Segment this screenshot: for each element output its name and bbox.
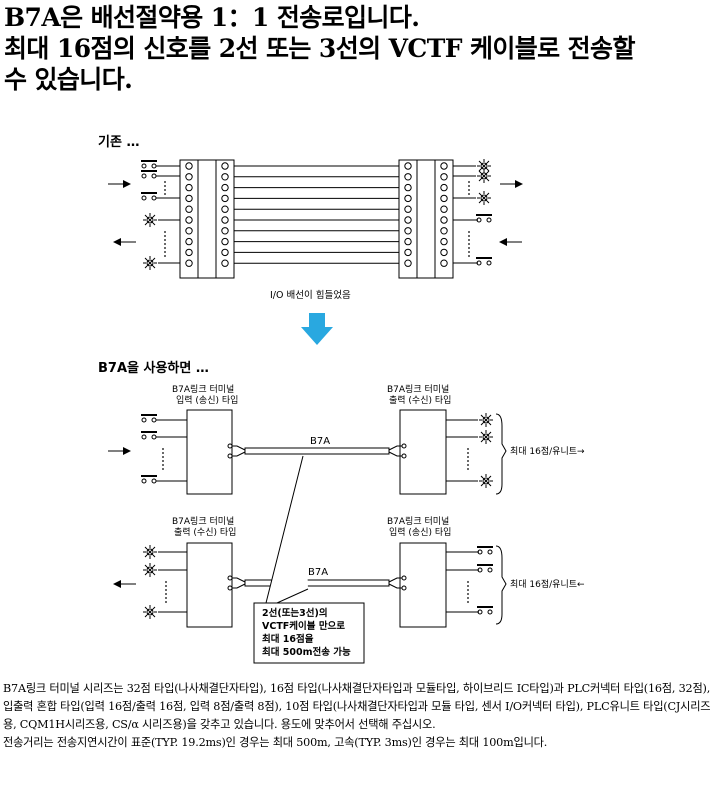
bottom-right-label-1: B7A링크 터미널 — [387, 515, 449, 527]
callout-line-3: 최대 16점을 — [262, 633, 314, 645]
b7a-link-bottom-pair: B7A 최대 16점/유니트← — [113, 542, 585, 628]
callout-line-1: 2선(또는3선)의 — [262, 607, 328, 619]
terminal-input-type — [186, 409, 233, 495]
top-right-label-1: B7A링크 터미널 — [387, 383, 449, 395]
terminal-input-type-right — [399, 542, 447, 628]
terminal-output-type — [399, 409, 447, 495]
description: B7A링크 터미널 시리즈는 32점 타입(나사채결단자타입), 16점 타입(… — [3, 680, 721, 752]
headline-line-2: 최대 16점의 신호를 2선 또는 3선의 VCTF 케이블로 전송할 — [4, 34, 635, 63]
before-caption: I/O 배선이 힘들었음 — [270, 289, 351, 301]
b7a-cable-top — [244, 447, 390, 455]
top-left-label-1: B7A링크 터미널 — [172, 383, 234, 395]
wiring-diagram: 기존 … I/O 배선이 힘들었음 B7A을 사용하면 … B7A링크 터미널 … — [98, 135, 585, 664]
callout-line-4: 최대 500m전송 가능 — [262, 646, 351, 658]
b7a-link-top-pair: B7A 최대 16점/유니트→ — [108, 409, 585, 495]
top-right-label-2: 출력 (수신) 타입 — [389, 394, 451, 406]
top-left-label-2: 입력 (송신) 타입 — [176, 394, 238, 406]
headline: B7A은 배선절약용 1：1 전송로입니다. 최대 16점의 신호를 2선 또는… — [4, 2, 722, 95]
callout-box — [253, 602, 365, 664]
description-paragraph-1: B7A링크 터미널 시리즈는 32점 타입(나사채결단자타입), 16점 타입(… — [3, 682, 711, 731]
after-title: B7A을 사용하면 … — [98, 360, 209, 376]
headline-line-1: B7A은 배선절약용 1：1 전송로입니다. — [4, 3, 420, 32]
legacy-right-symbols — [453, 158, 493, 266]
terminal-output-type-left — [186, 542, 233, 628]
description-paragraph-2: 전송거리는 전송지연시간이 표준(TYP. 19.2ms)인 경우는 최대 50… — [3, 736, 548, 749]
bottom-left-label-2: 출력 (수신) 타입 — [174, 526, 236, 538]
callout-line-2: VCTF케이블 만으로 — [262, 620, 345, 632]
legacy-wires — [185, 162, 448, 267]
bottom-left-label-1: B7A링크 터미널 — [172, 515, 234, 527]
callout-pointer — [265, 455, 309, 604]
legacy-left-symbols — [140, 160, 180, 271]
cable-label-bottom: B7A — [308, 567, 328, 578]
bottom-right-label-2: 입력 (송신) 타입 — [389, 526, 451, 538]
headline-line-3: 수 있습니다. — [4, 65, 133, 94]
cable-label-top: B7A — [310, 436, 330, 447]
before-title: 기존 … — [98, 135, 139, 150]
transition-arrow-icon — [301, 313, 333, 345]
note-bottom: 최대 16점/유니트← — [510, 578, 585, 590]
note-top: 최대 16점/유니트→ — [510, 445, 585, 457]
b7a-cable-bottom — [244, 579, 390, 587]
